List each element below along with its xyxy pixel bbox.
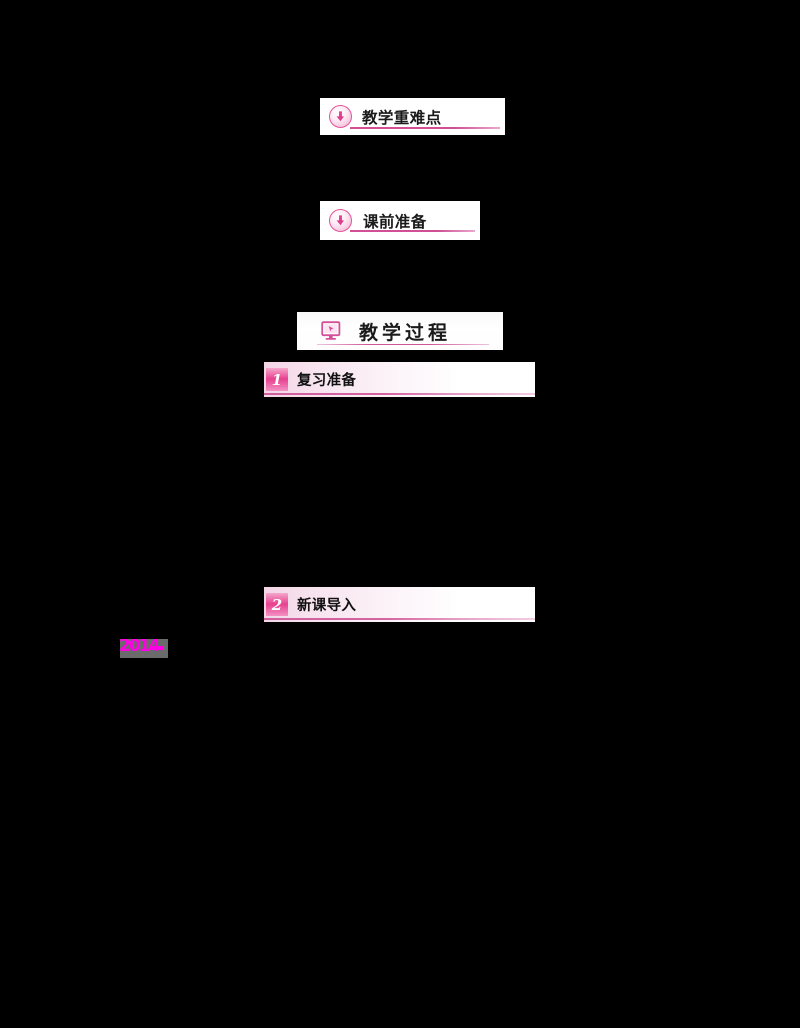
monitor-cursor-icon [321,321,341,340]
step-bar-review: 1 复习准备 [264,362,535,397]
header-inner: 教学重难点 [320,98,505,135]
render-artifact-block: 2014 [120,639,168,658]
section-header-process: 教学过程 [297,312,503,350]
step-number-badge: 1 [266,368,288,391]
step-bar-intro: 2 新课导入 [264,587,535,622]
header-inner: 课前准备 [320,201,480,240]
section-header-title: 课前准备 [363,212,427,231]
artifact-bar-left [120,639,124,658]
section-header-title: 教学过程 [359,321,452,344]
down-arrow-circle-icon [329,105,352,128]
section-header-title: 教学重难点 [362,108,442,127]
step-label: 复习准备 [297,373,357,389]
step-number-badge: 2 [266,593,288,616]
section-header-key-points: 教学重难点 [320,98,505,135]
down-arrow-circle-icon [329,209,352,232]
header-underline [317,343,489,345]
header-underline [350,230,475,232]
artifact-bar-right [150,646,163,650]
artifact-text: 2014 [120,639,160,656]
step-label: 新课导入 [297,598,357,614]
header-underline [350,127,500,129]
section-header-prep: 课前准备 [320,201,480,240]
